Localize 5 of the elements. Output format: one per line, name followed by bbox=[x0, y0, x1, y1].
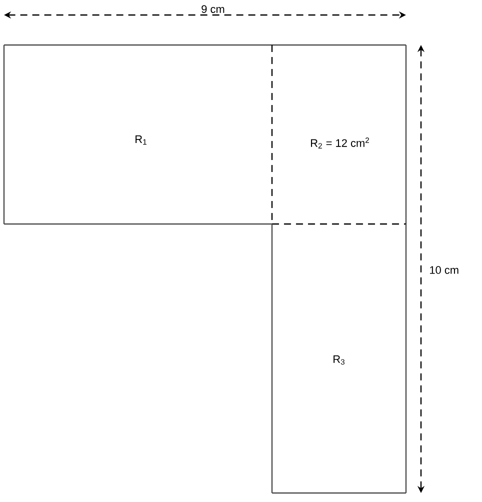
dimension-label: 10 cm bbox=[430, 266, 458, 274]
region: R$_{3}$ bbox=[271, 224, 407, 494]
region: R$_{2}$ = 12 cm$^{2}$ bbox=[271, 44, 407, 225]
dimension-label: 9 cm bbox=[202, 5, 224, 13]
region: R$_{1}$ bbox=[3, 44, 272, 225]
